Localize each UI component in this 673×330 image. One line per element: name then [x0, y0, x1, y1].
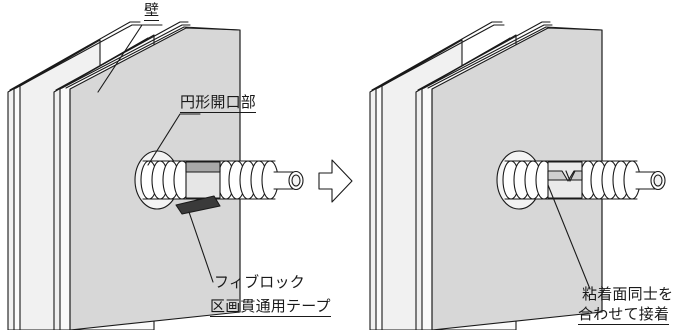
opening-leader: [147, 113, 201, 166]
circular-opening-label: 円形開口部: [180, 93, 257, 113]
wall-label: 壁: [144, 1, 160, 21]
bond-label-line1: 粘着面同士を: [582, 285, 673, 303]
bond-label-line2: 合わせて接着: [578, 305, 670, 325]
right-pipe-assembly: [496, 150, 666, 210]
wall-leader: [97, 24, 163, 93]
tape-leader: [188, 211, 214, 283]
tape-label-line2: 区画貫通用テープ: [210, 297, 331, 317]
left-pipe-assembly: [134, 150, 304, 215]
bond-leader: [547, 184, 591, 290]
step-arrow-icon: [318, 159, 353, 203]
tape-label-line1: フィブロック: [214, 273, 305, 291]
